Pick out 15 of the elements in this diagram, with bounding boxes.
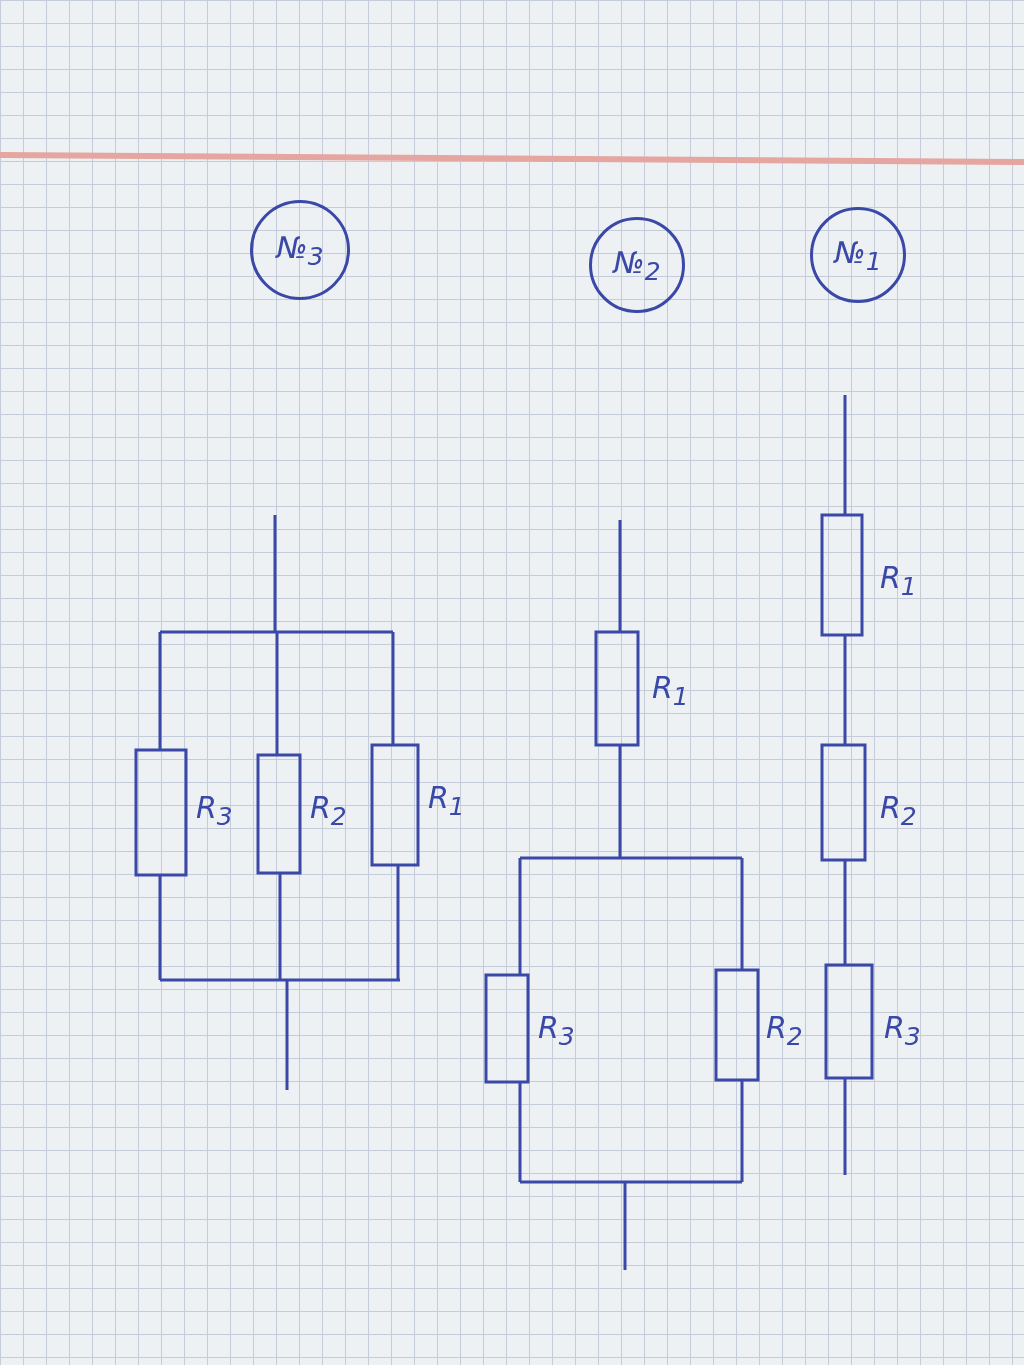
circuit-number: №$_{1}$ [834, 234, 882, 276]
resistor-label: R$_{2}$ [880, 790, 917, 831]
resistor-label: R$_{1}$ [428, 780, 465, 821]
resistor-label: R$_{3}$ [884, 1010, 921, 1051]
resistor-label: R$_{2}$ [310, 790, 347, 831]
circled-number [250, 200, 350, 300]
resistor-label: R$_{2}$ [766, 1010, 803, 1051]
circuit-number: №$_{3}$ [276, 229, 324, 271]
resistor-label: R$_{3}$ [538, 1010, 575, 1051]
resistor-label: R$_{1}$ [880, 560, 917, 601]
circled-number [589, 217, 685, 313]
circuit-number: №$_{2}$ [613, 244, 661, 286]
resistor-label: R$_{1}$ [652, 670, 689, 711]
resistor-label: R$_{3}$ [196, 790, 233, 831]
circled-number [810, 207, 906, 303]
